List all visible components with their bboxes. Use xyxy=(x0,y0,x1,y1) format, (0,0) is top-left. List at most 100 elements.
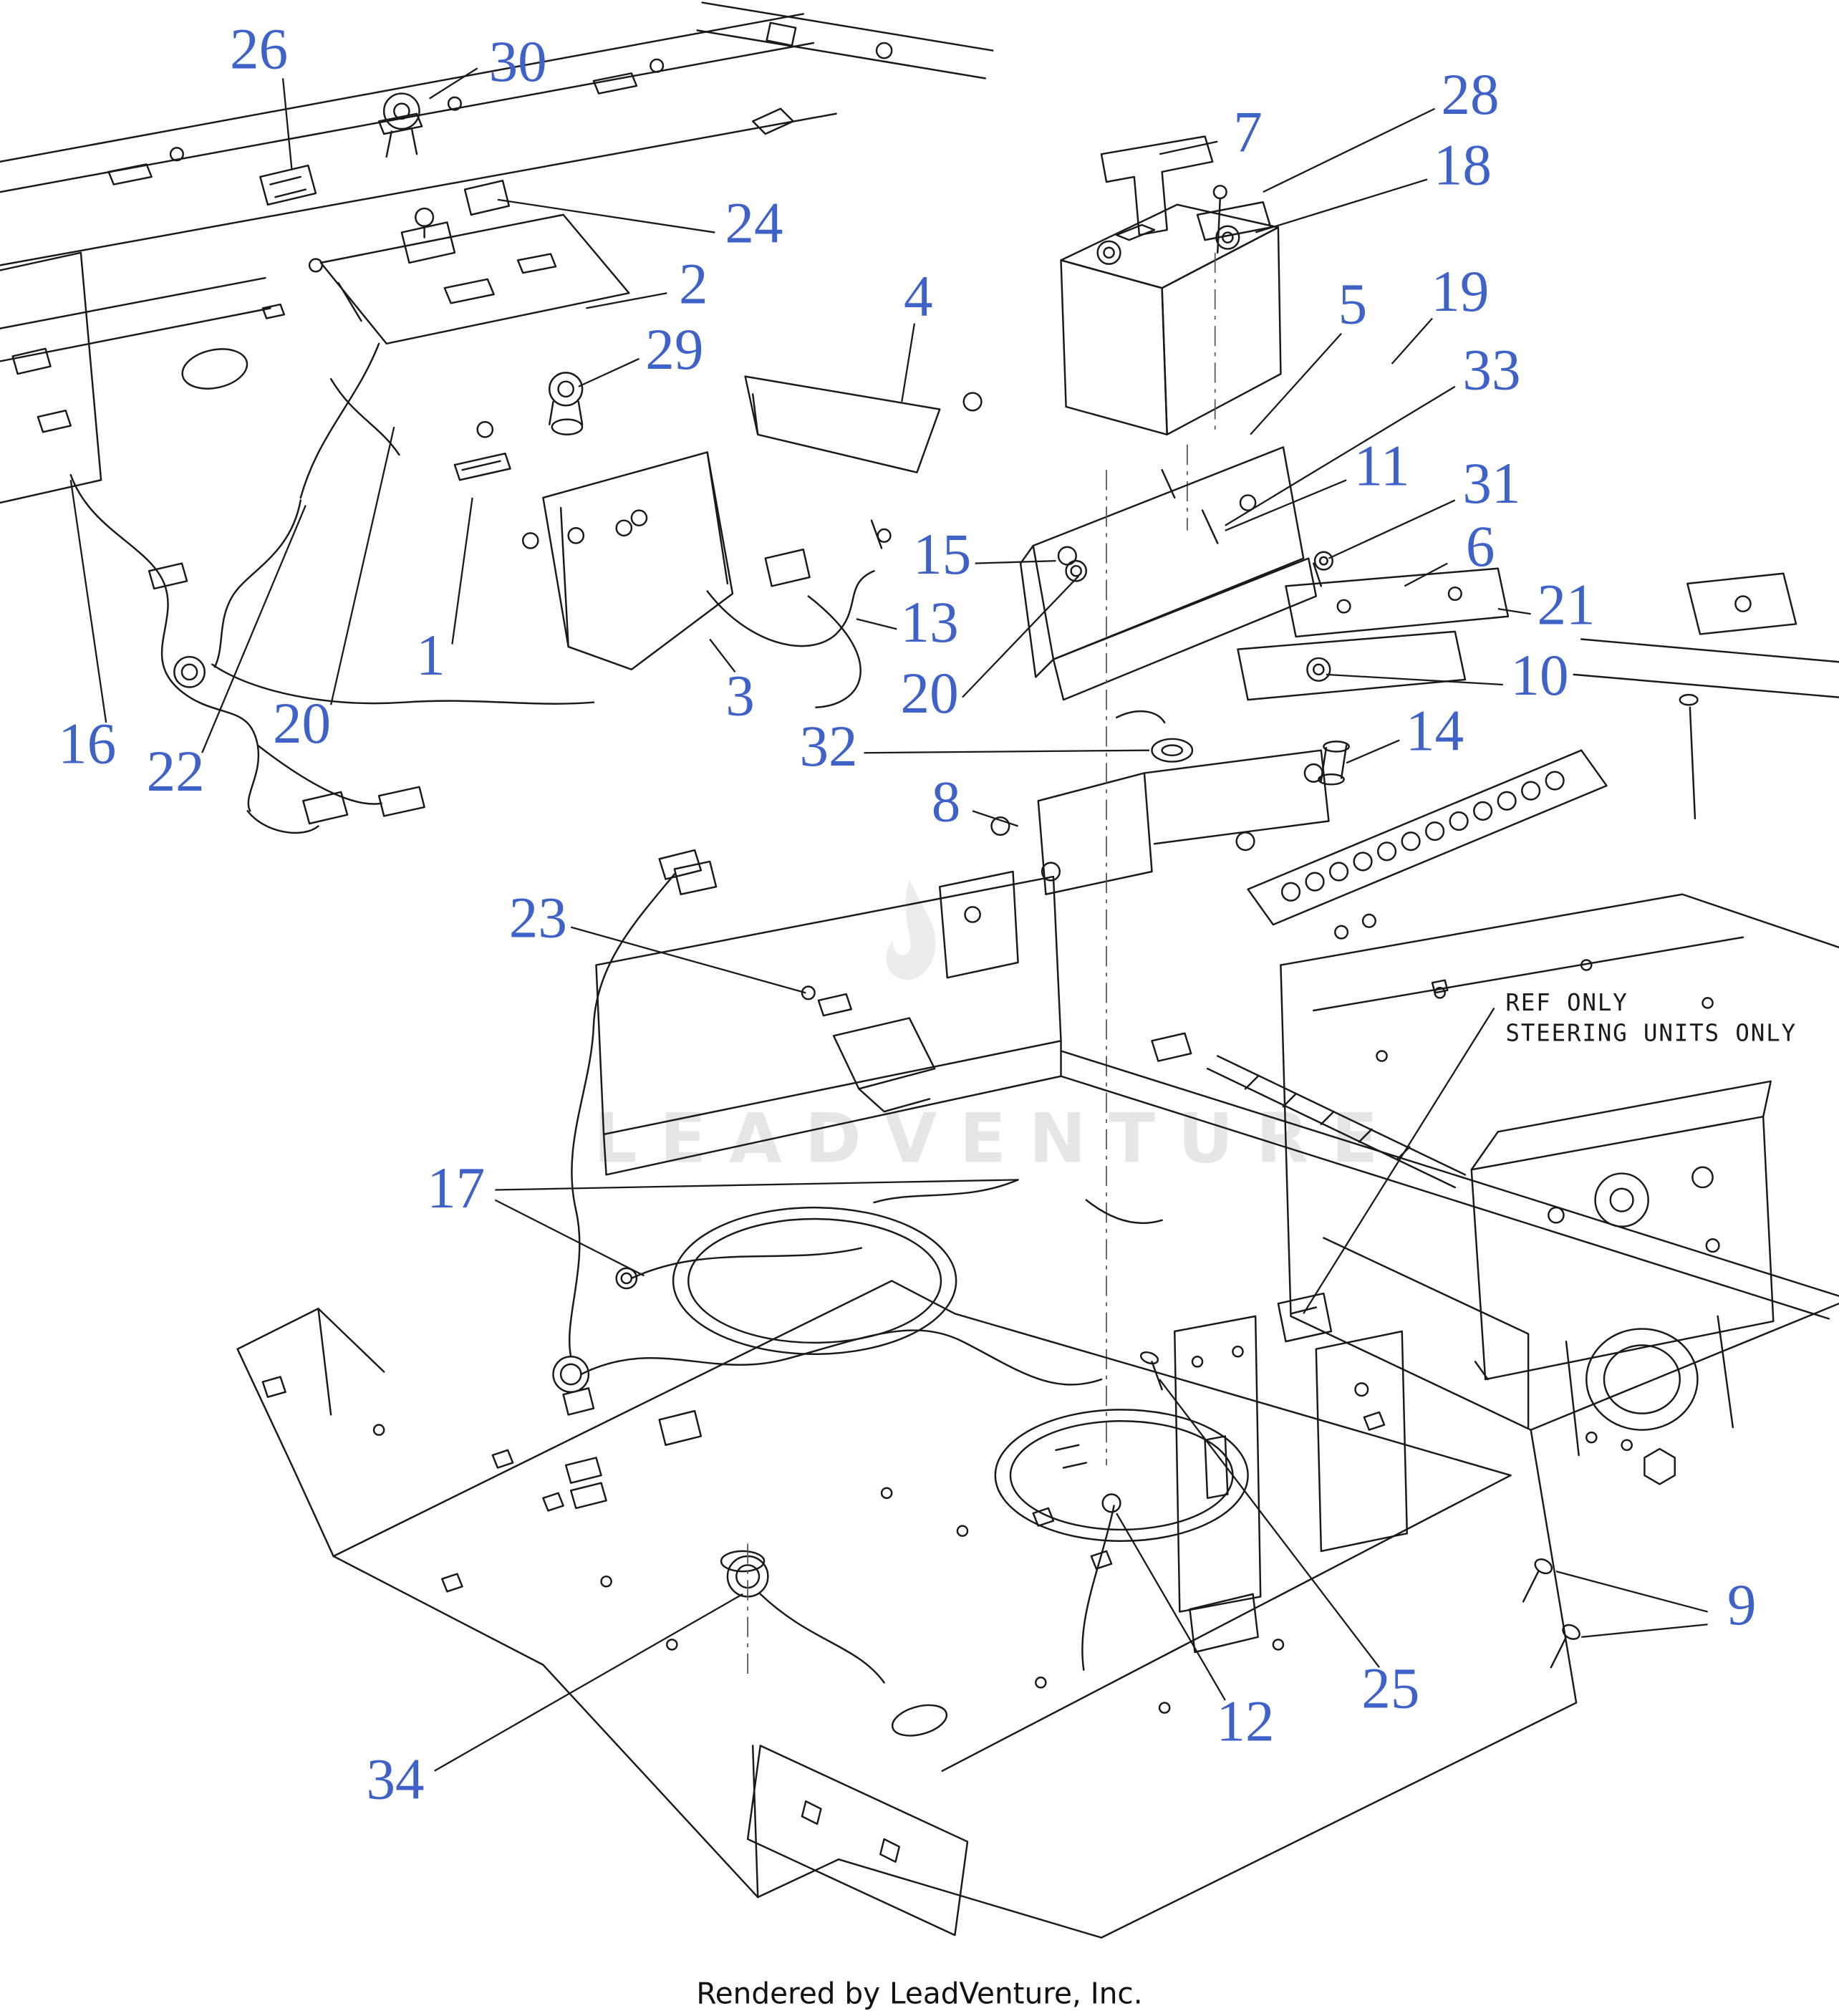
control-box-left xyxy=(542,375,1077,708)
leader-line-18 xyxy=(1255,178,1428,233)
callout-2: 2 xyxy=(679,251,708,316)
center-plate-and-beam xyxy=(595,860,1839,1320)
callout-5: 5 xyxy=(1338,272,1368,337)
callout-24: 24 xyxy=(725,191,783,256)
callout-23: 23 xyxy=(509,886,567,950)
control-box-right xyxy=(1470,1080,1775,1485)
right-frame-platform xyxy=(1280,572,1839,1431)
tank-ring-left xyxy=(672,1206,957,1355)
leader-line-9 xyxy=(1555,1571,1708,1613)
bracket-5 xyxy=(1032,446,1305,660)
angled-panel-4 xyxy=(744,375,941,473)
harness-connector xyxy=(658,1409,703,1446)
callout-32: 32 xyxy=(799,714,857,778)
leader-line-20-right xyxy=(962,575,1080,698)
relay-top xyxy=(673,860,718,895)
callout-33: 33 xyxy=(1462,337,1520,402)
leader-line-5 xyxy=(1250,332,1342,435)
leader-line-8 xyxy=(972,810,1018,827)
battery-side xyxy=(1161,226,1282,435)
battery-terminal xyxy=(1096,240,1121,265)
leader-line-24 xyxy=(497,198,715,233)
round-connector xyxy=(173,655,206,688)
wire-harness-left xyxy=(69,473,595,834)
leader-line-1 xyxy=(451,497,473,645)
leader-line-22 xyxy=(201,505,306,753)
leader-line-31 xyxy=(1328,499,1456,559)
callout-34: 34 xyxy=(366,1747,424,1812)
callout-20-right: 20 xyxy=(901,661,959,725)
leader-line-28 xyxy=(1263,107,1436,193)
leader-line-15 xyxy=(975,559,1056,564)
front-hanger-bracket xyxy=(746,1745,969,1937)
watermark: LEADVENTURE xyxy=(594,879,1401,1179)
callout-29: 29 xyxy=(645,317,703,382)
ref-note-line2: STEERING UNITS ONLY xyxy=(1505,1019,1797,1046)
clip-23 xyxy=(817,993,852,1017)
callout-16: 16 xyxy=(58,711,116,776)
safety-switch xyxy=(1277,1292,1333,1343)
ignition-switch-29 xyxy=(548,372,584,407)
washer-31 xyxy=(1313,551,1333,571)
knob xyxy=(1594,1172,1649,1228)
harness-connector xyxy=(148,562,188,590)
hex-hole xyxy=(1643,1447,1676,1485)
leader-line-29 xyxy=(578,357,639,387)
callout-10: 10 xyxy=(1510,643,1568,708)
plate-10 xyxy=(1237,630,1467,701)
nut-20 xyxy=(1065,559,1088,582)
leadventure-flame-icon xyxy=(886,879,936,980)
leader-line-25 xyxy=(1159,1379,1380,1668)
screws-9 xyxy=(1522,1558,1580,1669)
ref-note-line1: REF ONLY xyxy=(1505,989,1628,1016)
wire-harness-middle xyxy=(552,849,1333,1671)
battery-top xyxy=(1060,203,1280,289)
lower-deck xyxy=(236,1206,1578,1939)
callout-12: 12 xyxy=(1216,1689,1274,1753)
bracket-18 xyxy=(1196,201,1272,241)
callout-17: 17 xyxy=(427,1156,485,1220)
drilled-bar xyxy=(1247,749,1608,940)
tank-ring-right xyxy=(994,1409,1249,1543)
callout-4: 4 xyxy=(904,264,933,329)
leader-line-34 xyxy=(434,1593,743,1772)
callout-19: 19 xyxy=(1431,259,1489,324)
callout-31: 31 xyxy=(1462,451,1520,516)
callout-14: 14 xyxy=(1406,699,1464,763)
center-bracket-assembly xyxy=(990,446,1510,1465)
callout-15: 15 xyxy=(913,522,971,587)
ref-note-leader xyxy=(1303,1007,1495,1314)
callout-18: 18 xyxy=(1434,133,1492,198)
harness-connector xyxy=(302,791,349,825)
bracket-8 xyxy=(1037,749,1330,895)
bolt-12 xyxy=(1101,1493,1121,1513)
leader-line-30 xyxy=(429,67,478,100)
leader-line-9-1 xyxy=(1581,1624,1708,1638)
relay-24 xyxy=(463,180,511,216)
watermark-text: LEADVENTURE xyxy=(594,1100,1401,1179)
callout-28: 28 xyxy=(1441,62,1499,127)
leader-line-10 xyxy=(1326,673,1503,686)
footer-credit: Rendered by LeadVenture, Inc. xyxy=(696,1976,1142,2010)
leader-line-2 xyxy=(586,292,667,309)
leader-line-14 xyxy=(1346,739,1400,764)
leader-line-17 xyxy=(495,1179,1018,1191)
bolt-11 xyxy=(1161,468,1219,544)
callout-7: 7 xyxy=(1233,100,1263,165)
leader-line-7 xyxy=(1159,140,1218,155)
leader-line-13 xyxy=(856,618,897,630)
callout-30: 30 xyxy=(489,29,547,94)
leader-line-21 xyxy=(1497,608,1531,615)
leader-line-12 xyxy=(1116,1513,1226,1701)
steering-shaft xyxy=(1206,1055,1467,1189)
battery-holddown-7 xyxy=(1100,135,1214,236)
round-connector xyxy=(552,1356,590,1393)
leader-line-26 xyxy=(281,78,293,170)
leader-line-16 xyxy=(69,480,107,723)
leader-line-11 xyxy=(1225,479,1347,531)
leader-line-20-left xyxy=(329,426,395,705)
leader-line-23 xyxy=(570,926,806,994)
